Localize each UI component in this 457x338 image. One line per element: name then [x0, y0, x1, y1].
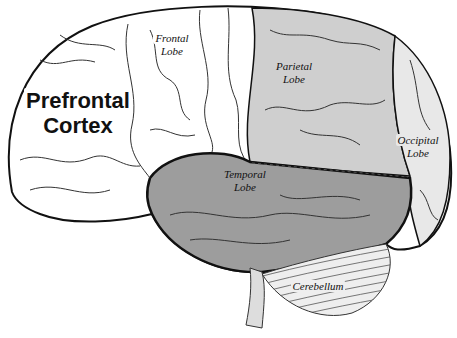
region-label: Frontal Lobe	[153, 32, 190, 57]
region-label: Prefrontal Cortex	[24, 88, 132, 138]
region-label: Parietal Lobe	[274, 60, 314, 85]
region-label-box: Occipital Lobe	[390, 134, 446, 159]
region-label-box: Frontal Lobe	[144, 32, 200, 57]
region-label: Temporal Lobe	[222, 168, 268, 193]
region-label: Occipital Lobe	[396, 134, 441, 159]
region-label-box: Prefrontal Cortex	[16, 88, 140, 139]
region-label-box: Temporal Lobe	[212, 168, 278, 193]
region-label-box: Parietal Lobe	[264, 60, 324, 85]
brain-outline	[9, 6, 451, 272]
region-label-box: Cerebellum	[280, 280, 356, 293]
parietal-region	[247, 8, 410, 176]
region-label: Cerebellum	[291, 280, 346, 292]
